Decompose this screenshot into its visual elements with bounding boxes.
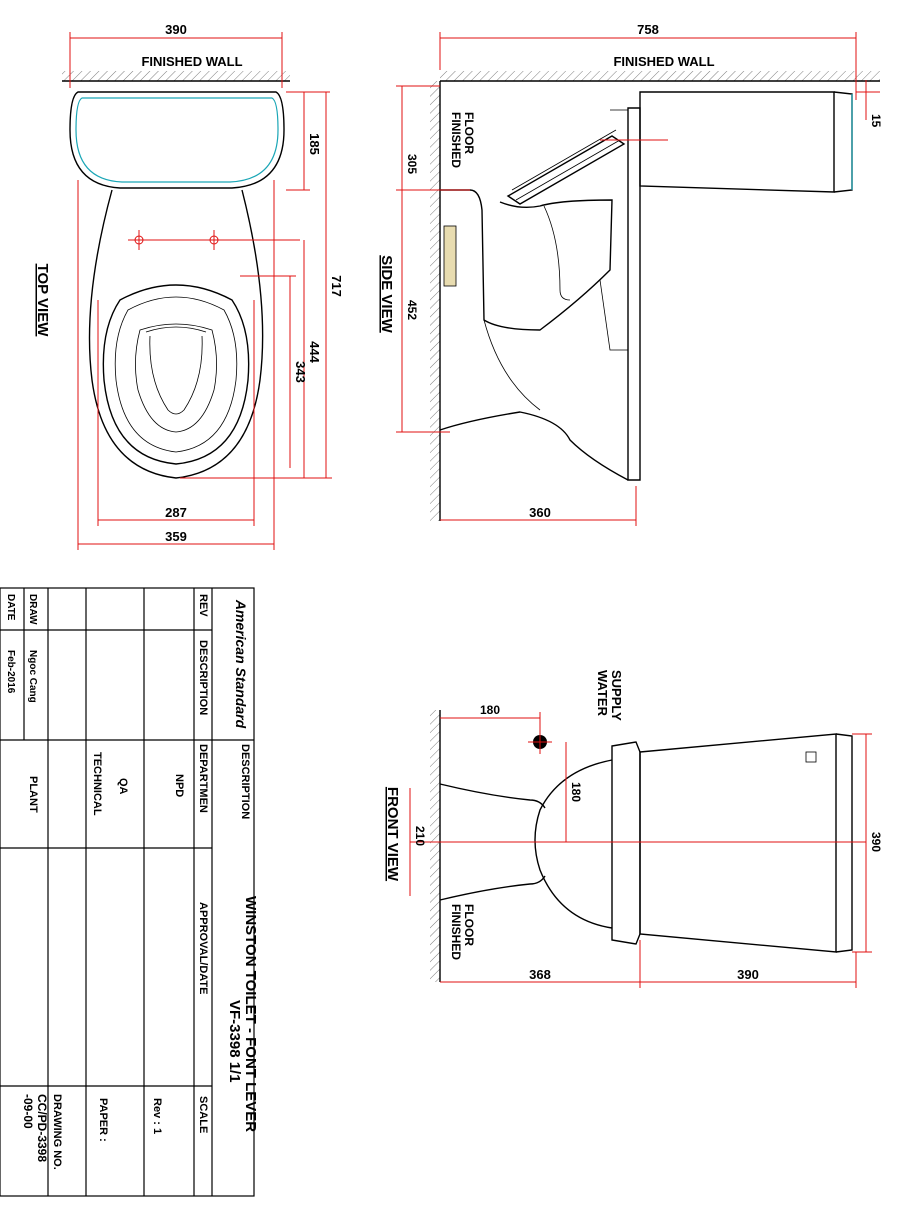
side-view: FINISHED WALL FINISHED FLOOR 758 15 305 (378, 22, 883, 526)
front-view-title: FRONT VIEW (384, 787, 401, 882)
front-tank (639, 733, 837, 953)
top-seat-inner (114, 296, 238, 453)
title-block: American Standard DESCRIPTION WINSTON TO… (0, 587, 259, 1197)
side-back-panel (627, 107, 641, 481)
dim-side-height: 360 (529, 505, 551, 520)
flush-lever-icon (805, 751, 817, 763)
rev-header: REV (197, 594, 209, 617)
front-seat-band (611, 741, 641, 945)
side-tank-lid (833, 91, 853, 193)
drawing-title-line2: VF-3398 1/1 (226, 1000, 243, 1083)
side-seat (506, 135, 626, 205)
supply-label-1: WATER (595, 670, 610, 717)
top-wall-label: FINISHED WALL (141, 54, 242, 69)
dim-bowl-length: 444 (307, 341, 322, 363)
dim-lid-gap: 15 (869, 114, 883, 128)
dim-base-depth: 452 (405, 300, 419, 320)
top-view-title: TOP VIEW (34, 264, 51, 338)
dim-tank-height: 390 (737, 967, 759, 982)
dim-outlet-height: 305 (405, 154, 419, 174)
department-technical: TECHNICAL (91, 752, 103, 816)
side-floor-label-2: FLOOR (462, 112, 476, 154)
side-view-title: SIDE VIEW (378, 255, 395, 333)
front-pedestal-right (439, 875, 546, 901)
front-floor-label-1: FINISHED (449, 904, 463, 960)
department-npd: NPD (173, 774, 185, 797)
side-wall-hatch (440, 71, 880, 81)
department-header: DEPARTMEN (197, 744, 209, 813)
rev-description-header: DESCRIPTION (197, 640, 209, 715)
dim-bowl-width: 359 (165, 529, 187, 544)
dim-supply-offset: 180 (480, 703, 500, 717)
top-seat-outer (102, 284, 250, 465)
date-label: DATE (5, 594, 16, 621)
top-wall-hatch (62, 71, 290, 81)
drawing-no-line2: -09-00 (21, 1094, 35, 1129)
department-qa: QA (117, 778, 129, 795)
dim-seat-length: 343 (293, 361, 308, 383)
front-floor-label-2: FLOOR (462, 904, 476, 946)
front-bowl (534, 759, 613, 929)
top-bowl-well (149, 335, 203, 415)
dim-tank-width: 390 (869, 832, 883, 852)
department-plant: PLANT (27, 776, 39, 813)
rev-value: Rev : 1 (151, 1098, 163, 1134)
drawing-title-line1: WINSTON TOILET - FONT LEVER (242, 896, 259, 1132)
front-view: WATER SUPPLY FINISHED FLOOR 180 180 210 … (384, 670, 883, 988)
dim-top-width: 390 (165, 22, 187, 37)
dim-tank-depth: 185 (307, 133, 322, 155)
description-header: DESCRIPTION (239, 744, 251, 819)
approval-header: APPROVAL/DATE (197, 902, 209, 995)
dim-supply-height: 180 (569, 782, 583, 802)
side-floor-hatch (430, 81, 440, 521)
side-wall-label: FINISHED WALL (613, 54, 714, 69)
front-floor-hatch (430, 710, 440, 982)
front-pedestal-left (439, 783, 546, 809)
dim-seat-width: 287 (165, 505, 187, 520)
draw-value: Ngoc Cang (27, 650, 38, 703)
side-pedestal (439, 411, 629, 481)
supply-label-2: SUPPLY (609, 670, 624, 721)
front-tank-lid (835, 733, 853, 953)
draw-label: DRAW (27, 594, 38, 625)
top-bowl-opening (135, 323, 217, 433)
side-floor-label-1: FINISHED (449, 112, 463, 168)
brand-logo: American Standard (233, 599, 249, 729)
dim-pedestal-height: 368 (529, 967, 551, 982)
top-tank-inner (75, 97, 279, 183)
top-tank-outline (69, 91, 285, 189)
dim-side-length: 758 (637, 22, 659, 37)
top-view: FINISHED WALL 390 185 717 444 (34, 22, 344, 550)
dim-depth-overall: 717 (329, 275, 344, 297)
side-bowl-body (440, 189, 613, 331)
date-value: Feb-2016 (5, 650, 16, 694)
dim-center-line: 210 (413, 826, 427, 846)
paper-label: PAPER : (97, 1098, 109, 1142)
scale-header: SCALE (197, 1096, 209, 1133)
drawing-no-line1: CC/PD-3398 (35, 1094, 49, 1162)
side-outlet-spud (443, 225, 457, 287)
side-tank (639, 91, 835, 193)
title-block-frame (0, 587, 255, 1197)
drawing-no-label: DRAWING NO. (51, 1094, 63, 1170)
top-bowl-outline (88, 189, 264, 479)
